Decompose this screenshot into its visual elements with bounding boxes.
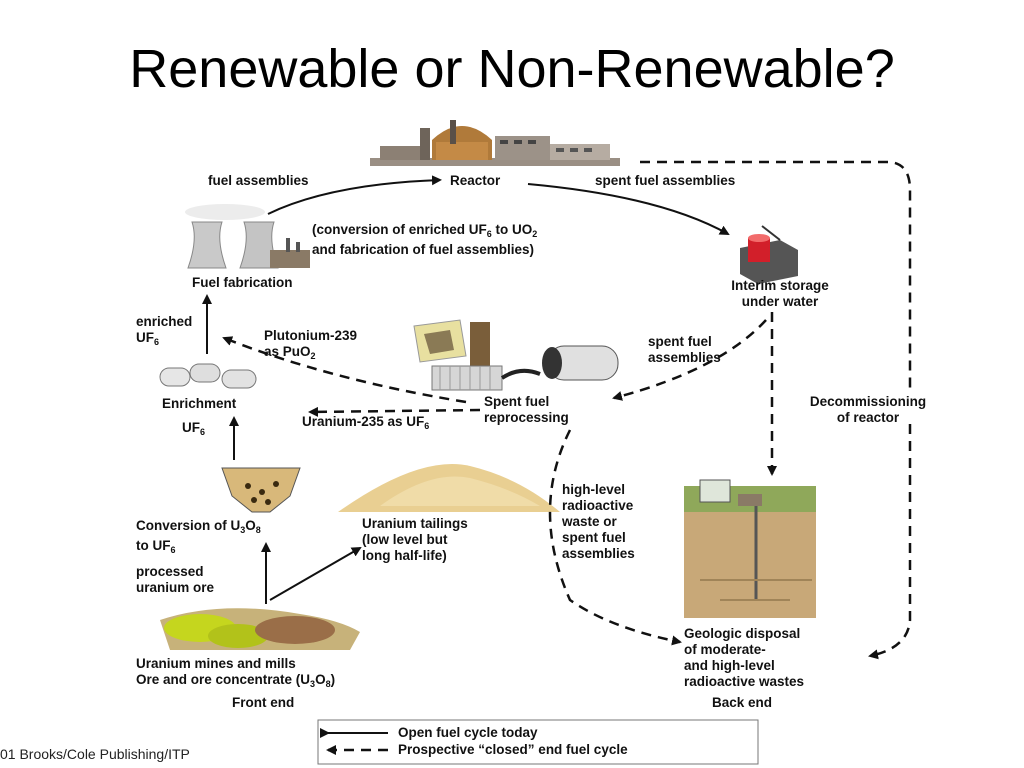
reprocessing-illustration xyxy=(431,345,619,391)
reactor-illustration xyxy=(370,120,620,166)
label-fuel-fabrication: Fuel fabrication xyxy=(192,275,293,290)
label-front-end: Front end xyxy=(232,695,295,710)
label-back-end: Back end xyxy=(712,695,773,710)
plutonium-illustration xyxy=(413,319,490,366)
tailings-illustration xyxy=(338,463,560,512)
label-spent-fuel-assemblies-top: spent fuel assemblies xyxy=(595,173,736,188)
legend xyxy=(317,719,759,765)
label-enrichment: Enrichment xyxy=(162,396,237,411)
legend-closed-cycle: Prospective “closed” end fuel cycle xyxy=(398,742,628,757)
label-uf6-left: UF6 xyxy=(182,420,206,437)
fuel-fabrication-illustration xyxy=(185,204,310,269)
slide-title: Renewable or Non-Renewable? xyxy=(129,39,895,99)
copyright-text: 01 Brooks/Cole Publishing/ITP xyxy=(0,746,190,762)
interim-storage-illustration xyxy=(740,225,798,284)
legend-open-cycle: Open fuel cycle today xyxy=(398,725,538,740)
uranium-mines-illustration xyxy=(160,608,360,650)
enrichment-illustration xyxy=(159,363,257,389)
geologic-disposal-illustration xyxy=(684,479,816,618)
conversion-illustration xyxy=(221,467,301,513)
label-uranium-235: Uranium-235 as UF6 xyxy=(302,414,430,431)
label-reactor: Reactor xyxy=(450,173,501,188)
label-fuel-assemblies: fuel assemblies xyxy=(208,173,309,188)
